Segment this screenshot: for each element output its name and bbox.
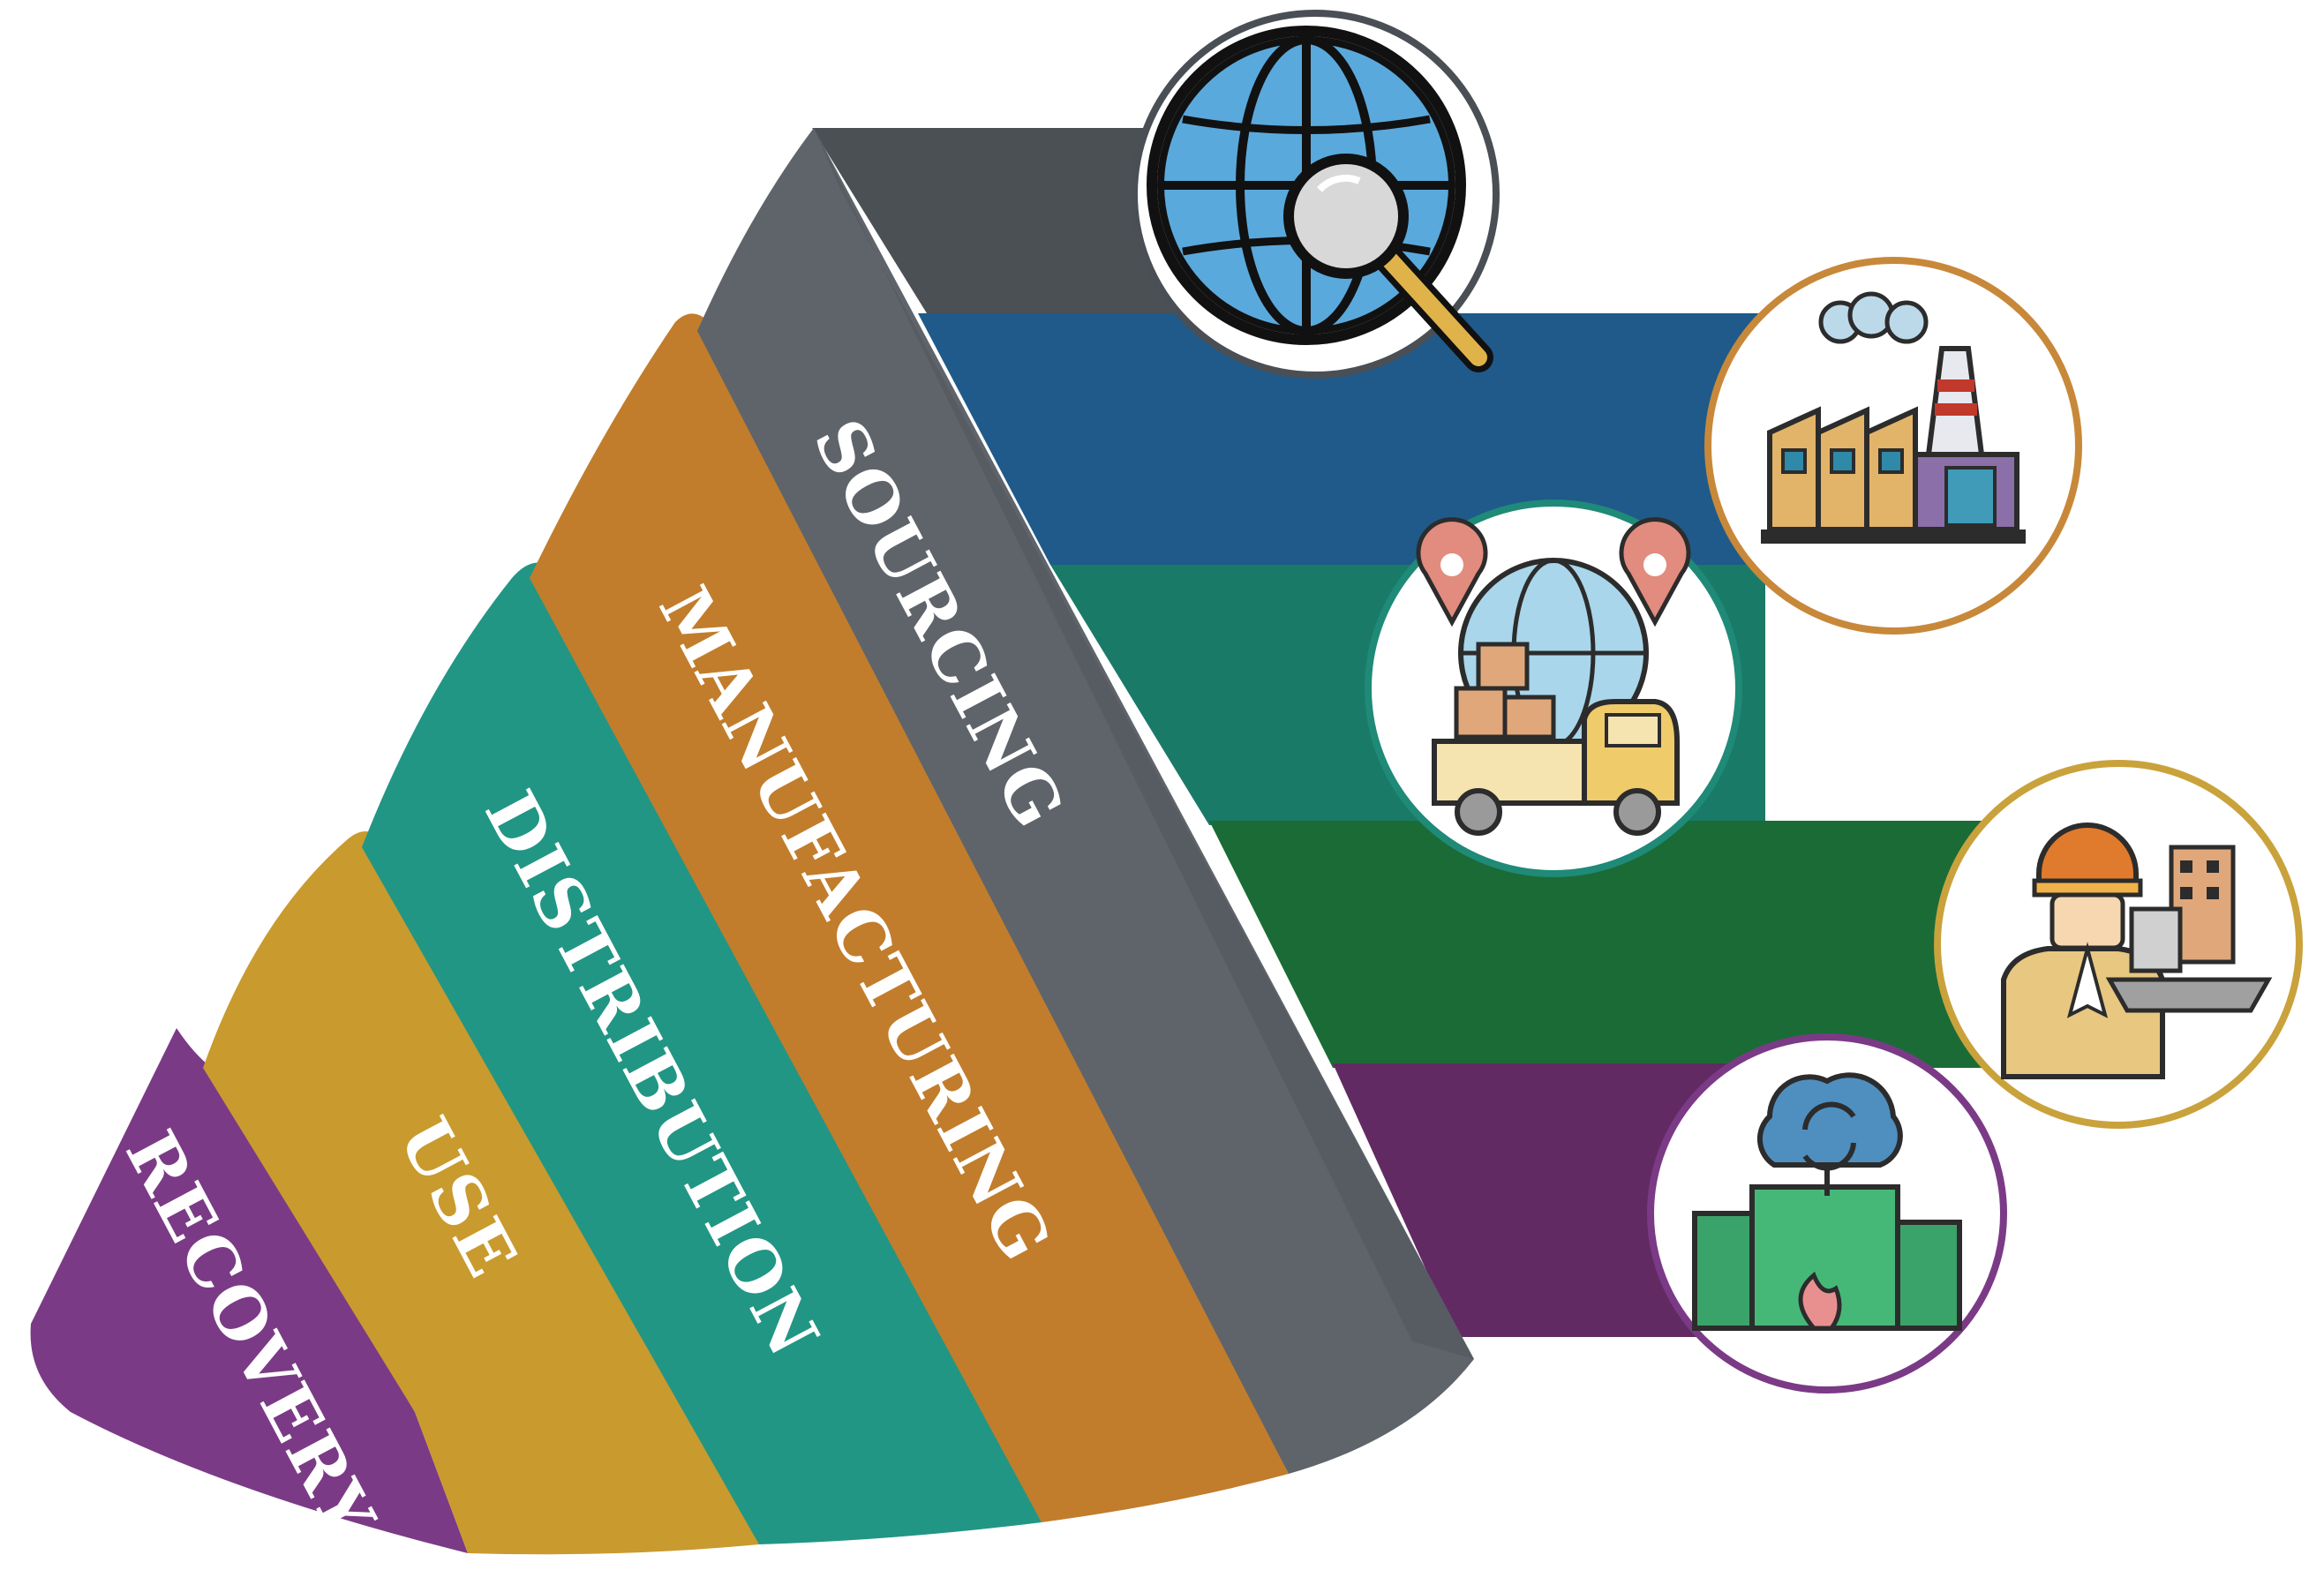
factory-icon (1704, 257, 2082, 635)
ribbon-sourcing (812, 128, 1236, 313)
ribbon-use (1209, 821, 1995, 1068)
delivery-truck-icon (1365, 500, 1742, 877)
globe-search-icon (1131, 10, 1500, 379)
ribbon-manufacturing (918, 313, 1836, 565)
band-use (203, 831, 759, 1555)
band-sourcing (697, 128, 1474, 1474)
engineer-building-icon (1934, 760, 2303, 1129)
band-recovery (30, 1028, 469, 1553)
band-distribution (362, 562, 1042, 1544)
recycle-building-icon (1647, 1033, 2007, 1393)
funnel (30, 128, 1474, 1555)
band-manufacturing (530, 313, 1289, 1522)
